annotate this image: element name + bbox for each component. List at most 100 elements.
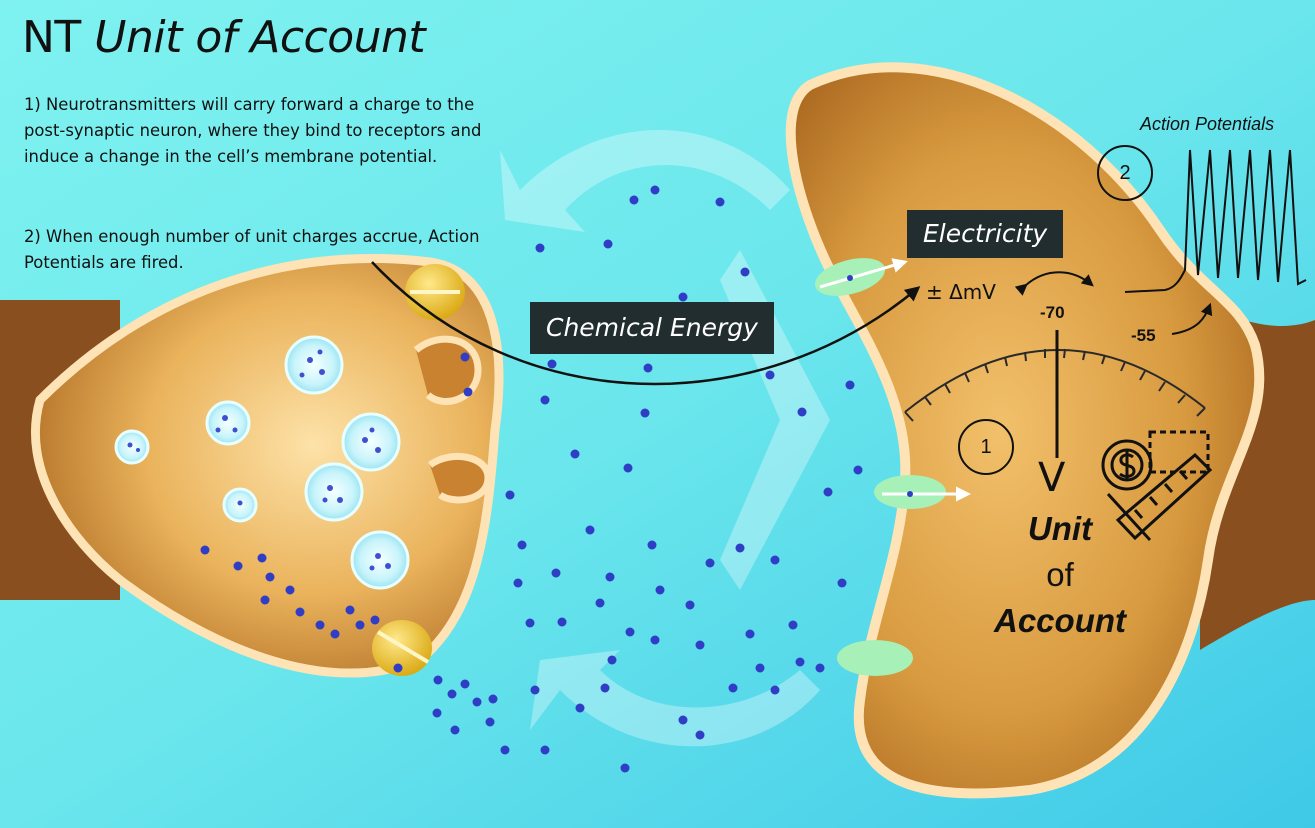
neurotransmitter-dot (450, 725, 460, 735)
neurotransmitter-dot (745, 629, 755, 639)
neurotransmitter-dot (740, 267, 750, 277)
neurotransmitter-dot (837, 578, 847, 588)
measuring-ruler-icon (1106, 430, 1213, 542)
neurotransmitter-dot (517, 540, 527, 550)
neurotransmitter-dot (540, 395, 550, 405)
neurotransmitter-dot (257, 553, 267, 563)
neurotransmitter-dot (285, 585, 295, 595)
volt-symbol: V (1038, 455, 1066, 501)
neurotransmitter-dot (570, 449, 580, 459)
page-title: NT Unit of Account (22, 12, 426, 63)
neurotransmitter-dot (605, 572, 615, 582)
neurotransmitter-dot (585, 525, 595, 535)
neurotransmitter-dot (355, 620, 365, 630)
threshold-potential-label: -55 (1131, 326, 1156, 345)
neurotransmitter-dot (200, 545, 210, 555)
neurotransmitter-dot (500, 745, 510, 755)
voltage-meter-icon (904, 271, 1206, 458)
neurotransmitter-dot (485, 717, 495, 727)
neurotransmitter-dot (260, 595, 270, 605)
description-step-1: 1) Neurotransmitters will carry forward … (24, 95, 482, 167)
account-word: Account (994, 602, 1126, 639)
neurotransmitter-dot (535, 243, 545, 253)
neurotransmitter-dot (620, 763, 630, 773)
neurotransmitter-dot (432, 708, 442, 718)
neurotransmitter-dot (695, 640, 705, 650)
neurotransmitter-dot (551, 568, 561, 578)
neurotransmitter-dot (460, 352, 470, 362)
neurotransmitter-dot (788, 620, 798, 630)
electricity-label: Electricity (907, 210, 1064, 258)
neurotransmitter-dot (607, 655, 617, 665)
neurotransmitter-dot (815, 663, 825, 673)
neurotransmitter-dot (728, 683, 738, 693)
neurotransmitter-dot (447, 689, 457, 699)
description-step-2: 2) When enough number of unit charges ac… (24, 227, 480, 273)
neurotransmitter-dot (823, 487, 833, 497)
neurotransmitter-dot (623, 463, 633, 473)
neurotransmitter-dot (678, 292, 688, 302)
neurotransmitter-dot (845, 380, 855, 390)
action-potential-spikes-icon (1124, 149, 1307, 335)
neurotransmitter-dot (505, 490, 515, 500)
neurotransmitter-dot (330, 629, 340, 639)
neurotransmitter-dot (795, 657, 805, 667)
step-2-badge: 2 (1097, 145, 1153, 201)
neurotransmitter-dot (797, 407, 807, 417)
neurotransmitter-dot (433, 675, 443, 685)
neurotransmitter-dot (233, 561, 243, 571)
neurotransmitter-dot (640, 408, 650, 418)
neurotransmitter-dot (463, 387, 473, 397)
neurotransmitter-dot (600, 683, 610, 693)
neurotransmitter-dot (315, 620, 325, 630)
neurotransmitter-dot (650, 185, 660, 195)
neurotransmitter-dot (695, 730, 705, 740)
neurotransmitter-dot (603, 239, 613, 249)
neurotransmitter-dot (650, 635, 660, 645)
presynaptic-transporters (372, 264, 465, 676)
neurotransmitter-dot (770, 685, 780, 695)
neurotransmitter-dot (370, 615, 380, 625)
neurotransmitter-dot (643, 363, 653, 373)
neurotransmitter-dot (345, 605, 355, 615)
neurotransmitter-dot (525, 618, 535, 628)
neurotransmitter-dot (547, 359, 557, 369)
of-word: of (1046, 556, 1074, 593)
neurotransmitter-dot (735, 543, 745, 553)
neurotransmitter-dot (575, 703, 585, 713)
neurotransmitter-dot (460, 679, 470, 689)
neurotransmitter-dot (488, 694, 498, 704)
neurotransmitter-dot (393, 663, 403, 673)
neurotransmitter-dot (765, 370, 775, 380)
resting-potential-label: -70 (1040, 303, 1065, 322)
neurotransmitter-dot (655, 585, 665, 595)
synaptic-vesicles (114, 335, 410, 590)
neurotransmitter-dot (647, 540, 657, 550)
neurotransmitter-dot (685, 600, 695, 610)
neurotransmitter-dot (557, 617, 567, 627)
neurotransmitter-dot (595, 598, 605, 608)
neurotransmitter-dot (678, 715, 688, 725)
neurotransmitter-dot (625, 627, 635, 637)
neurotransmitter-dot (629, 195, 639, 205)
neurotransmitter-dot (755, 663, 765, 673)
neurotransmitter-dot (513, 578, 523, 588)
neurotransmitter-dot (715, 197, 725, 207)
neurotransmitters (200, 185, 863, 773)
neurotransmitter-dot (853, 465, 863, 475)
delta-mv-label: ± ΔmV (926, 280, 996, 304)
neurotransmitter-dot (295, 607, 305, 617)
action-potentials-label: Action Potentials (1140, 114, 1275, 134)
neurotransmitter-dot (540, 745, 550, 755)
neurotransmitter-dot (265, 572, 275, 582)
step-1-badge: 1 (958, 419, 1014, 475)
unit-of-account-label: Unit of Account (975, 506, 1145, 644)
receptors (814, 258, 971, 676)
chemical-energy-label: Chemical Energy (530, 302, 774, 354)
neurotransmitter-dot (530, 685, 540, 695)
neurotransmitter-dot (770, 555, 780, 565)
neurotransmitter-dot (705, 558, 715, 568)
neurotransmitter-dot (472, 697, 482, 707)
unit-word: Unit (1027, 510, 1093, 547)
